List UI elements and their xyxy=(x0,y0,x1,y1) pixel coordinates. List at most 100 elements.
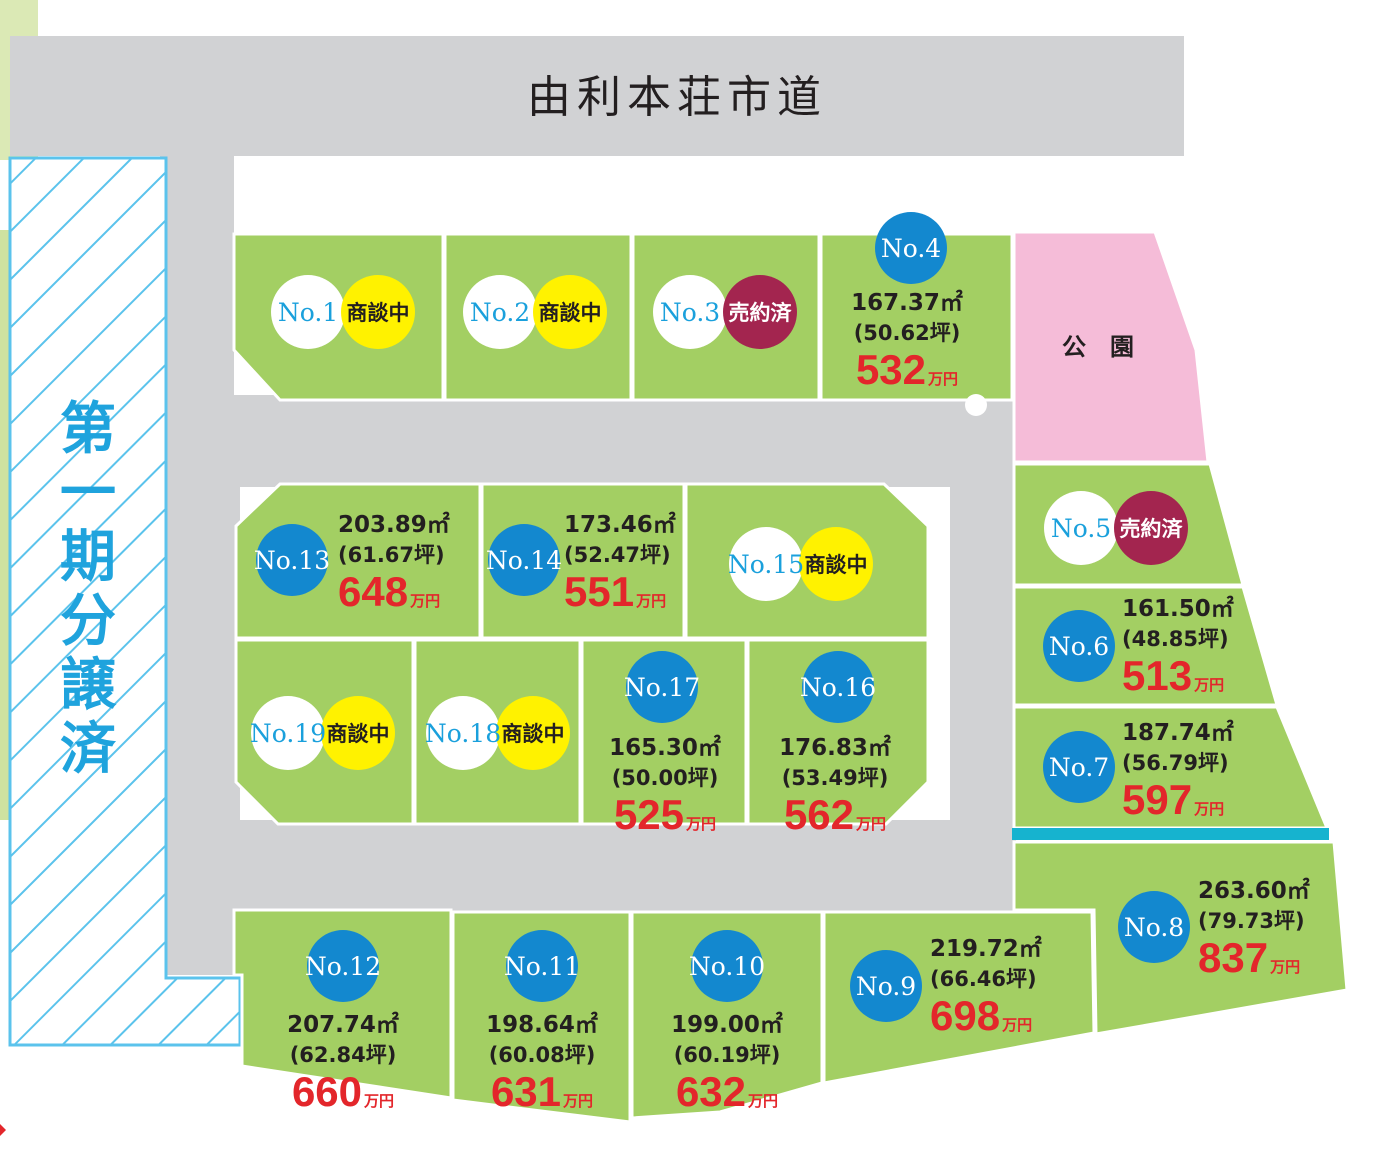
price-value: 551 xyxy=(564,568,634,615)
status-badge: 商談中 xyxy=(539,301,602,325)
price-unit: 万円 xyxy=(562,1092,593,1110)
lot-tsubo: (48.85坪) xyxy=(1122,627,1229,651)
lot-number: No.10 xyxy=(689,952,765,981)
lot-number: No.9 xyxy=(856,972,916,1001)
lot-tsubo: (60.19坪) xyxy=(674,1043,781,1067)
corner-mark xyxy=(0,1124,6,1136)
price-unit: 万円 xyxy=(1269,958,1300,976)
lot-label-5[interactable]: No.5 売約済 xyxy=(1044,491,1188,565)
price-unit: 万円 xyxy=(1193,800,1224,818)
lot-area: 263.60㎡ xyxy=(1198,877,1310,904)
lot-tsubo: (50.62坪) xyxy=(854,321,961,345)
lot-number-circle xyxy=(802,651,874,723)
price-value: 597 xyxy=(1122,776,1192,823)
lot-number: No.6 xyxy=(1049,632,1109,661)
lot-number: No.5 xyxy=(1051,514,1111,543)
lot-label-3[interactable]: No.3 売約済 xyxy=(653,275,797,349)
lot-16[interactable] xyxy=(746,638,930,826)
lot-number: No.17 xyxy=(624,673,700,702)
lot-tsubo: (61.67坪) xyxy=(338,543,445,567)
lot-12[interactable] xyxy=(232,908,453,1100)
lot-number-circle xyxy=(1044,491,1118,565)
price-unit: 万円 xyxy=(1193,676,1224,694)
status-badge: 商談中 xyxy=(805,553,868,577)
lot-area: 165.30㎡ xyxy=(609,734,721,761)
park[interactable] xyxy=(1012,230,1210,464)
lot-number-circle xyxy=(1043,731,1115,803)
status-badge: 売約済 xyxy=(1120,517,1184,541)
lot-13[interactable] xyxy=(234,482,482,640)
lot-label-2[interactable]: No.2 商談中 xyxy=(463,275,607,349)
lot-number-circle xyxy=(488,524,560,596)
price-value: 698 xyxy=(930,992,1000,1039)
lot-tsubo: (53.49坪) xyxy=(782,766,889,790)
lot-area: 187.74㎡ xyxy=(1122,719,1234,746)
phase1-char: 分 xyxy=(60,589,116,654)
lot-17[interactable] xyxy=(580,638,748,826)
lot-11[interactable] xyxy=(451,910,632,1124)
price-value: 631 xyxy=(491,1068,561,1115)
sold-badge xyxy=(1114,491,1188,565)
phase1-char: 譲 xyxy=(60,653,117,718)
lot-number: No.3 xyxy=(660,298,720,327)
park-label: 公 園 xyxy=(1062,333,1134,361)
price-unit: 万円 xyxy=(685,815,716,833)
lot-tsubo: (62.84坪) xyxy=(290,1043,397,1067)
lot-number-circle xyxy=(307,930,379,1002)
lot-10[interactable] xyxy=(630,910,824,1120)
waterway xyxy=(1012,828,1329,840)
lot-number-circle xyxy=(251,696,325,770)
lot-number: No.15 xyxy=(728,550,804,579)
price-value: 525 xyxy=(614,791,684,838)
lot-number: No.8 xyxy=(1124,913,1184,942)
lot-number-circle xyxy=(691,930,763,1002)
road-label: 由利本荘市道 xyxy=(527,72,827,123)
price-unit: 万円 xyxy=(635,592,666,610)
lot-4[interactable] xyxy=(819,232,1014,402)
price-unit: 万円 xyxy=(927,370,958,388)
lot-tsubo: (56.79坪) xyxy=(1122,751,1229,775)
lot-number-circle xyxy=(256,524,328,596)
lot-area: 167.37㎡ xyxy=(851,289,963,316)
phase1-char: 期 xyxy=(60,525,116,590)
status-badge: 商談中 xyxy=(502,722,565,746)
sold-badge xyxy=(723,275,797,349)
lot-number: No.1 xyxy=(278,298,338,327)
lot-number-circle xyxy=(1043,610,1115,682)
lot-number-circle xyxy=(653,275,727,349)
status-badge: 売約済 xyxy=(729,301,793,325)
lot-number-circle xyxy=(850,950,922,1022)
negotiating-badge xyxy=(533,275,607,349)
lot-number: No.11 xyxy=(504,952,580,981)
price-value: 532 xyxy=(856,346,926,393)
lot-number-circle xyxy=(626,651,698,723)
lot-14[interactable] xyxy=(480,482,686,640)
lot-number: No.4 xyxy=(881,234,941,263)
negotiating-badge xyxy=(341,275,415,349)
lot-number: No.2 xyxy=(470,298,530,327)
phase1-char: 済 xyxy=(60,717,117,782)
